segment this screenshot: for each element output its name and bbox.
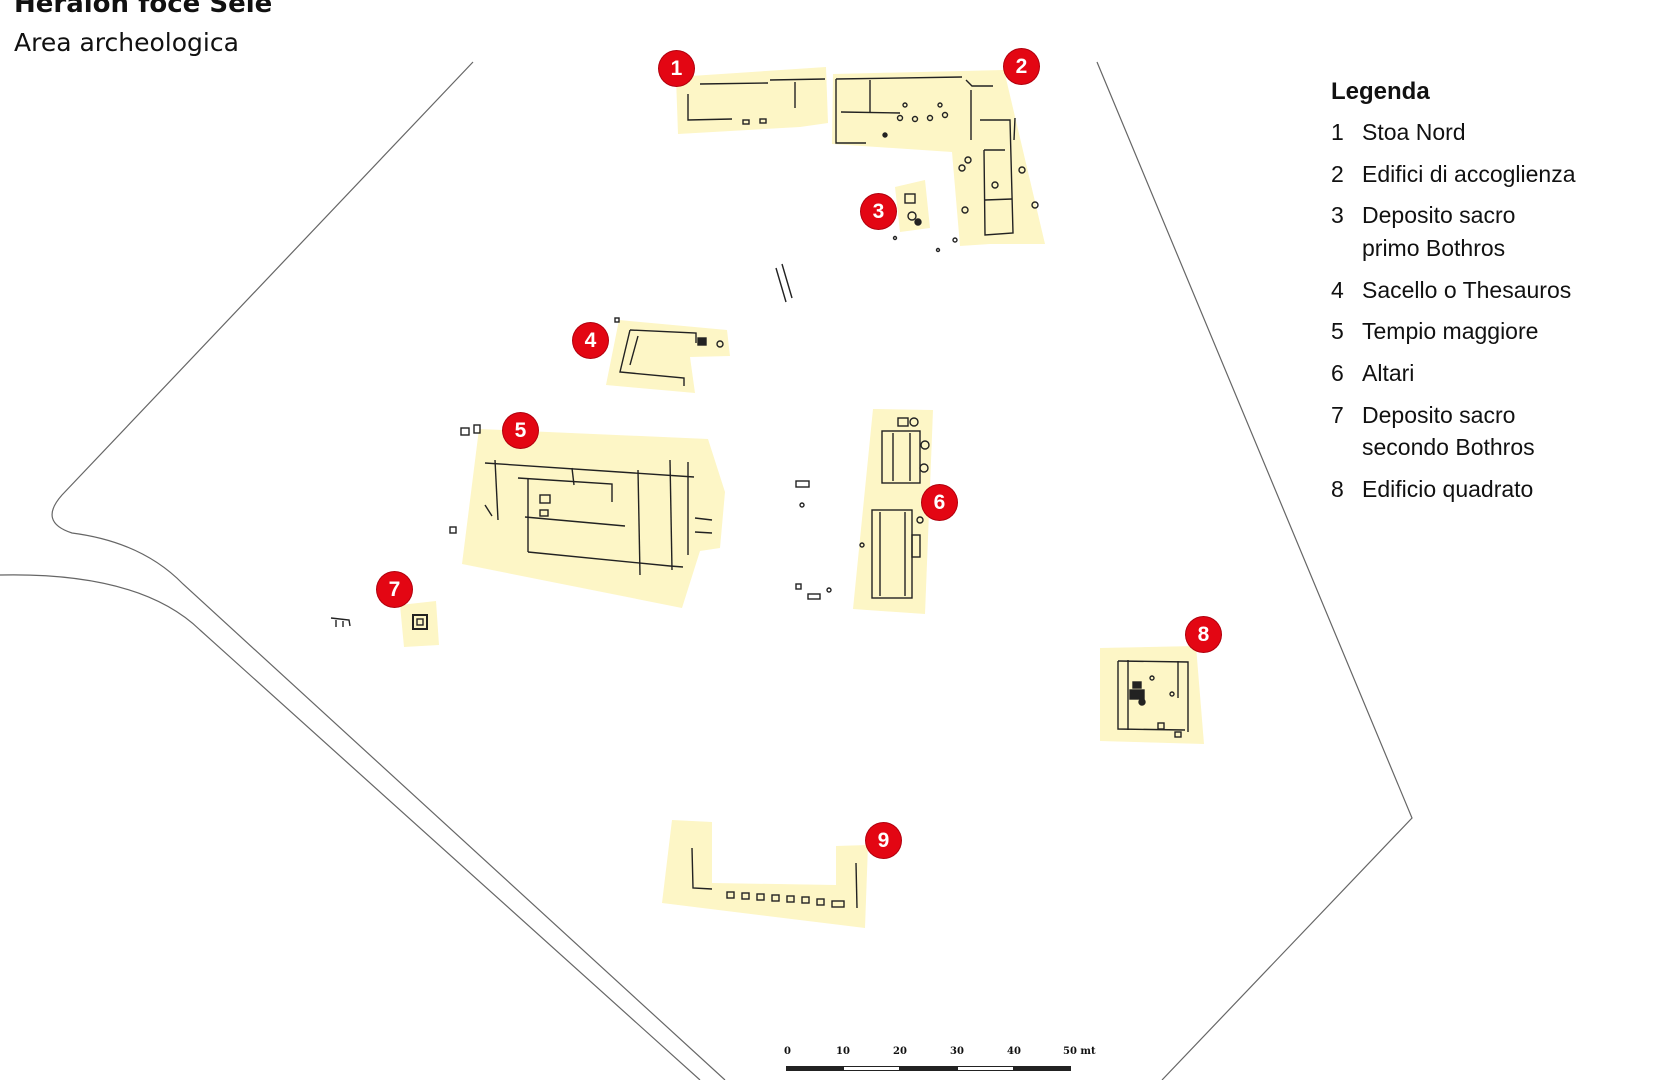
legend-item-label: Altari: [1362, 359, 1415, 386]
legend-item: 8 Edificio quadrato: [1331, 473, 1651, 506]
legend-item-number: 5: [1331, 318, 1344, 345]
legend-item-label: Sacello o Thesauros: [1362, 276, 1572, 303]
marker-5: 5: [503, 413, 538, 448]
legend-item-number: 7: [1331, 401, 1344, 428]
ruins: [330, 76, 1189, 909]
marker-3: 3: [861, 194, 896, 229]
legend-item-number: 1: [1331, 119, 1344, 145]
scale-segment: [1014, 1066, 1071, 1071]
marker-1: 1: [659, 51, 694, 86]
legend-item-number: 4: [1331, 276, 1344, 303]
marker-7: 7: [377, 572, 412, 607]
legend-title: Legenda: [1331, 78, 1430, 105]
scale-segment: [957, 1066, 1014, 1071]
area-5-tempio-maggiore: [462, 429, 725, 608]
legend-item: 5 Tempio maggiore: [1331, 315, 1651, 348]
legend-item-number: 6: [1331, 359, 1344, 386]
marker-8: 8: [1186, 617, 1221, 652]
scale-tick: 20: [893, 1046, 907, 1057]
legend: Legenda 1 Stoa Nord 2 Edifici di accoglien…: [1331, 78, 1651, 515]
area-4-sacello: [606, 320, 730, 393]
scale-tick: 0: [784, 1046, 791, 1057]
area-1-stoa-nord: [676, 67, 828, 134]
legend-item-number: 2: [1331, 160, 1344, 187]
marker-6: 6: [922, 485, 957, 520]
legend-item: 6 Altari: [1331, 357, 1651, 390]
marker-9: 9: [866, 823, 901, 858]
area-2-edifici-accoglienza: [832, 70, 1045, 246]
site-boundary: [0, 61, 1413, 1080]
legend-item: 4 Sacello o Thesauros: [1331, 274, 1651, 307]
legend-item-number: 3: [1331, 202, 1344, 229]
scale-tick: 10: [836, 1046, 850, 1057]
scale-tick: 30: [950, 1046, 964, 1057]
legend-item-label: Deposito sacro secondo Bothros: [1362, 401, 1535, 461]
legend-item: 3 Deposito sacro primo Bothros: [1331, 199, 1651, 264]
legend-item-label: Deposito sacro primo Bothros: [1362, 202, 1516, 261]
legend-item-label: Edificio quadrato: [1362, 475, 1534, 502]
map-subtitle: Area archeologica: [14, 28, 239, 57]
scale-bar: 0 10 20 30 40 50 mt: [784, 1046, 1096, 1080]
scale-tick: 40: [1007, 1046, 1021, 1057]
legend-item-label: Edifici di accoglienza: [1362, 160, 1576, 187]
legend-item: 7 Deposito sacro secondo Bothros: [1331, 399, 1651, 464]
legend-item: 2 Edifici di accoglienza: [1331, 158, 1651, 191]
area-6-altari: [853, 409, 933, 614]
excavation-areas: [400, 67, 1204, 928]
map-title: Heraion foce Sele: [14, 0, 273, 19]
area-3-primo-bothros: [895, 180, 930, 232]
area-7-secondo-bothros: [400, 601, 439, 647]
marker-2: 2: [1004, 49, 1039, 84]
legend-item-number: 8: [1331, 475, 1344, 502]
scale-segment: [900, 1066, 957, 1071]
marker-4: 4: [573, 323, 608, 358]
scale-tick: 50 mt: [1063, 1046, 1096, 1057]
scale-segment: [843, 1066, 900, 1071]
legend-item: 1 Stoa Nord: [1331, 116, 1651, 149]
legend-item-label: Stoa Nord: [1362, 119, 1466, 145]
scale-segment: [786, 1066, 843, 1071]
legend-item-label: Tempio maggiore: [1362, 318, 1539, 345]
